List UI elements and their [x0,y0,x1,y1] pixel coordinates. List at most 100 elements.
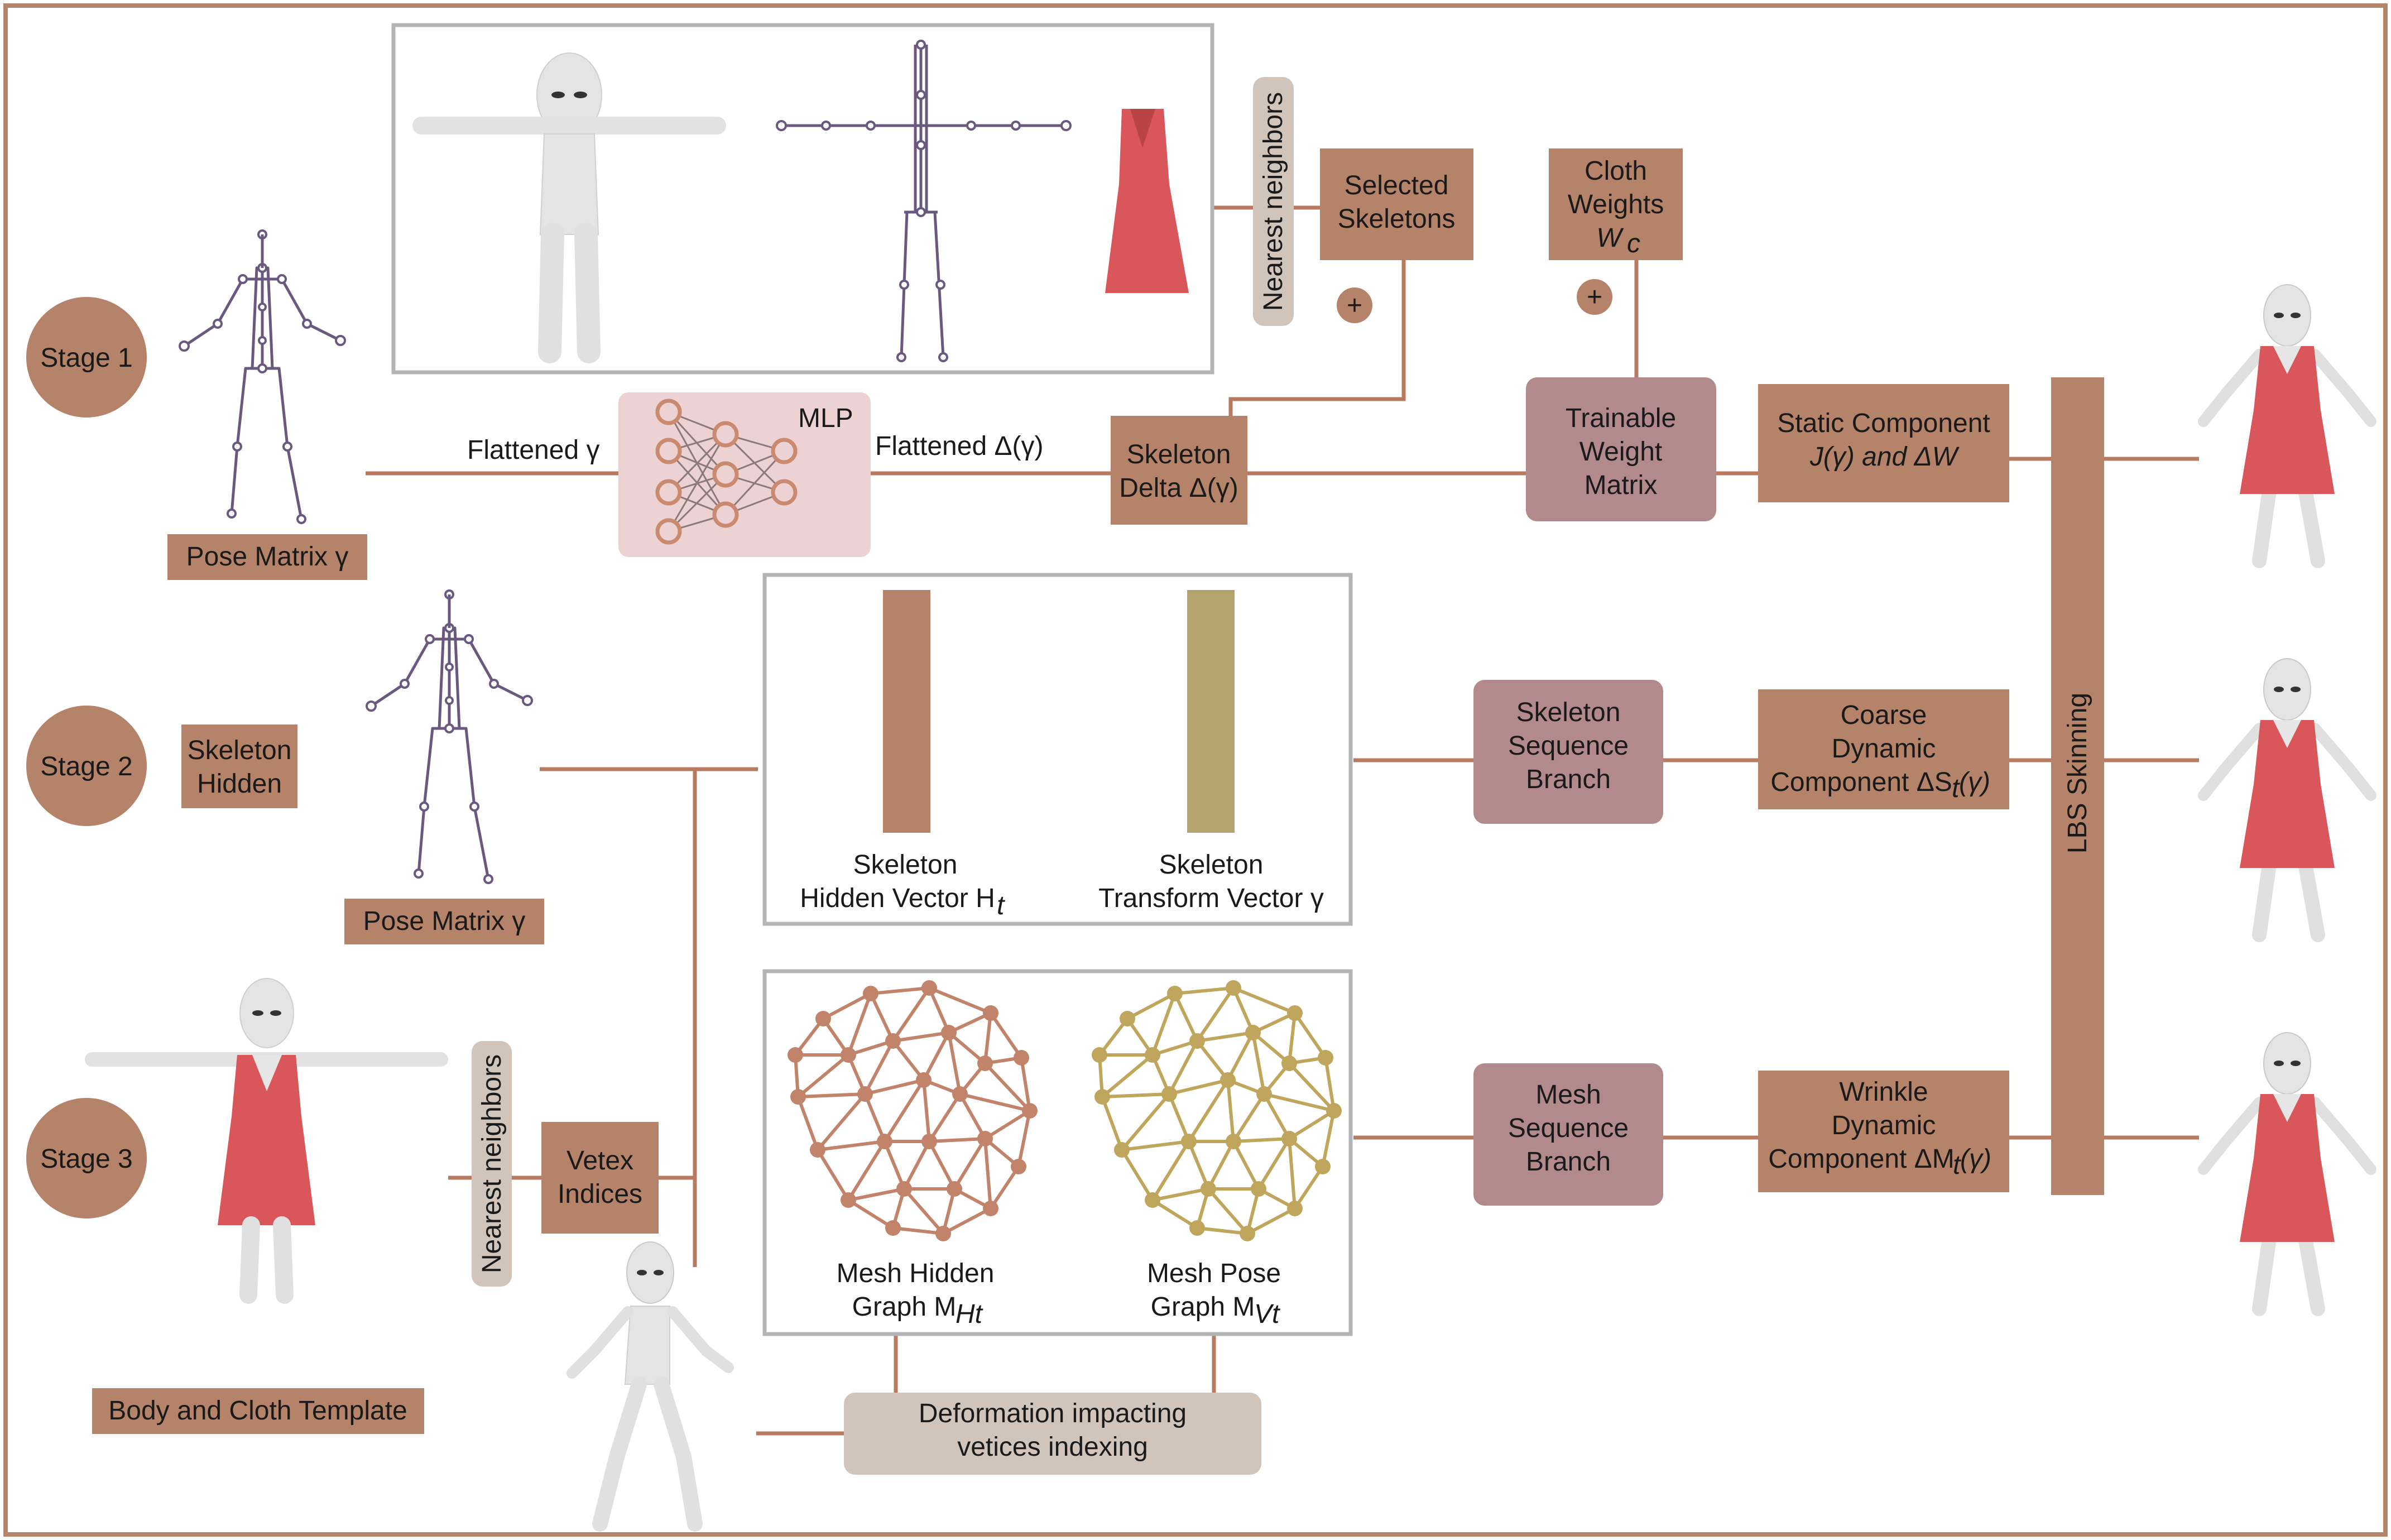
deformation-indexing-box: Deformation impacting vetices indexing [844,1393,1261,1475]
svg-text:t: t [997,891,1005,920]
svg-text:LBS Skinning: LBS Skinning [2063,693,2092,853]
svg-text:Weights: Weights [1568,190,1664,219]
plus-icon: + [1337,287,1372,323]
svg-text:Skeleton: Skeleton [853,850,958,880]
svg-text:+: + [1587,282,1602,312]
svg-text:Stage 1: Stage 1 [40,343,132,373]
nearest-neighbors-bottom: Nearest neighbors [472,1041,512,1287]
svg-text:Pose Matrix γ: Pose Matrix γ [363,906,526,936]
svg-text:(γ): (γ) [1960,1144,1991,1174]
svg-text:Skeleton: Skeleton [1516,698,1621,727]
svg-text:vetices indexing: vetices indexing [957,1432,1148,1462]
svg-text:Nearest neighbors: Nearest neighbors [1259,92,1288,311]
svg-text:Static Component: Static Component [1777,409,1990,438]
stage2-skeleton-icon [367,591,532,883]
svg-text:Skeleton: Skeleton [188,736,292,765]
svg-text:Dynamic: Dynamic [1832,734,1936,764]
coarse-dynamic-component-box: Coarse Dynamic Component ΔS t (γ) [1758,689,2009,809]
svg-text:Selected: Selected [1345,171,1449,200]
svg-text:Graph M: Graph M [852,1292,957,1322]
template-character-icon [85,978,448,1304]
svg-text:Nearest neighbors: Nearest neighbors [477,1054,507,1273]
svg-text:Hidden Vector H: Hidden Vector H [800,884,995,913]
svg-text:Mesh Pose: Mesh Pose [1147,1259,1281,1288]
svg-text:Dynamic: Dynamic [1832,1111,1936,1140]
svg-text:Mesh Hidden: Mesh Hidden [837,1259,995,1288]
output-character-2 [2203,659,2371,935]
svg-text:Cloth: Cloth [1585,156,1647,186]
stage-1-circle: Stage 1 [26,297,147,418]
template-preview-box [391,23,1214,375]
svg-text:Matrix: Matrix [1585,471,1658,500]
svg-text:Component ΔS: Component ΔS [1770,767,1952,797]
svg-text:Weight: Weight [1579,437,1663,467]
svg-text:+: + [1347,291,1362,320]
tpose-skeleton-joints [776,40,1072,362]
plus-icon: + [1577,279,1612,315]
mesh-pose-graph-icon [1092,980,1342,1241]
svg-text:t: t [1952,774,1960,803]
output-character-3 [2203,1033,2371,1309]
svg-text:Sequence: Sequence [1508,1114,1629,1143]
svg-text:t: t [1953,1150,1961,1180]
svg-text:(γ): (γ) [1959,767,1990,797]
outer-frame [3,3,2388,1537]
stage1-skeleton-icon [180,231,345,523]
body-cloth-template-label: Body and Cloth Template [92,1388,424,1434]
skeleton-hidden-label: Skeleton Hidden [181,725,297,808]
svg-text:Sequence: Sequence [1508,731,1629,761]
svg-text:Coarse: Coarse [1841,701,1927,730]
svg-text:J(γ) and ΔW: J(γ) and ΔW [1809,442,1960,472]
dress-icon [1105,109,1189,293]
svg-text:Body and Cloth Template: Body and Cloth Template [108,1396,407,1426]
svg-text:Hidden: Hidden [197,769,282,799]
pose-matrix-label-2: Pose Matrix γ [344,899,544,944]
cloth-weights-box: Cloth Weights W c [1549,148,1683,260]
svg-text:Delta Δ(γ): Delta Δ(γ) [1119,473,1238,503]
svg-text:Indices: Indices [558,1179,642,1209]
posed-body-icon [572,1242,728,1524]
lbs-skinning-bar: LBS Skinning [2051,377,2104,1195]
svg-text:Component ΔM: Component ΔM [1768,1144,1955,1174]
mlp-box: MLP [618,392,871,557]
skeleton-vector-box: Skeleton Hidden Vector H t Skeleton Tran… [762,573,1353,926]
tpose-body-icon [412,52,726,363]
connector-lines [366,205,2199,1436]
trainable-weight-matrix-box: Trainable Weight Matrix [1526,377,1716,521]
svg-text:c: c [1627,229,1640,258]
svg-text:Pose Matrix γ: Pose Matrix γ [186,542,349,572]
skeleton-delta-box: Skeleton Delta Δ(γ) [1111,416,1247,525]
svg-text:MLP: MLP [798,404,853,433]
skeleton-sequence-branch-box: Skeleton Sequence Branch [1473,680,1663,824]
pose-matrix-label-1: Pose Matrix γ [167,534,367,580]
output-character-1 [2203,285,2371,561]
vetex-indices-box: Vetex Indices [541,1122,659,1234]
svg-text:Graph M: Graph M [1151,1292,1255,1322]
flattened-gamma-label: Flattened γ [467,435,599,465]
svg-text:Stage 2: Stage 2 [40,752,132,781]
svg-text:Deformation impacting: Deformation impacting [919,1399,1187,1428]
wrinkle-dynamic-component-box: Wrinkle Dynamic Component ΔM t (γ) [1758,1071,2009,1192]
flattened-delta-label: Flattened Δ(γ) [875,431,1044,461]
hidden-vector-bar [883,590,930,833]
stage-3-circle: Stage 3 [26,1098,147,1218]
static-component-box: Static Component J(γ) and ΔW [1758,384,2009,502]
svg-text:Branch: Branch [1526,1147,1611,1177]
svg-text:Skeletons: Skeletons [1338,204,1456,234]
svg-text:Ht: Ht [956,1299,983,1329]
svg-text:Trainable: Trainable [1566,404,1676,433]
svg-text:W: W [1596,223,1624,253]
svg-text:Stage 3: Stage 3 [40,1144,132,1174]
nearest-neighbors-top: Nearest neighbors [1253,77,1294,326]
mesh-sequence-branch-box: Mesh Sequence Branch [1473,1063,1663,1206]
svg-text:Skeleton: Skeleton [1127,440,1231,469]
stage-2-circle: Stage 2 [26,706,147,826]
mesh-graph-box: Mesh Hidden Graph M Ht Mesh Pose Graph M… [762,969,1353,1336]
svg-text:Branch: Branch [1526,765,1611,794]
svg-text:Mesh: Mesh [1535,1080,1601,1110]
svg-text:Wrinkle: Wrinkle [1839,1077,1928,1107]
svg-text:Skeleton: Skeleton [1159,850,1264,880]
selected-skeletons-box: Selected Skeletons [1320,148,1473,260]
svg-text:Vt: Vt [1254,1299,1280,1329]
